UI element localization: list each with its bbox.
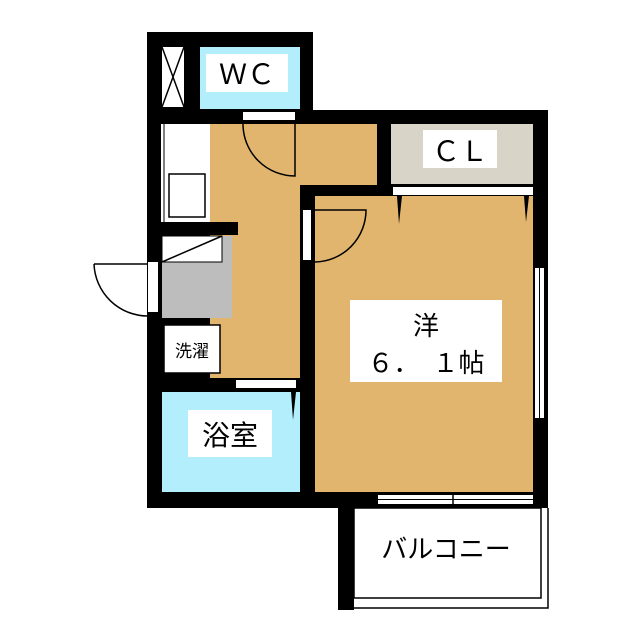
wc-label: ＷＣ	[219, 58, 275, 91]
balcony-label: バルコニー	[381, 535, 510, 565]
balcony-window[interactable]	[378, 492, 533, 506]
laundry-label: 洗濯	[175, 342, 209, 362]
closet-door[interactable]	[393, 187, 533, 195]
pipe-shaft-icon	[161, 46, 185, 108]
closet-label: ＣＬ	[432, 135, 488, 168]
balcony	[353, 507, 549, 609]
bathroom-label: 浴室	[202, 419, 258, 452]
side-window[interactable]	[535, 268, 544, 418]
bathroom-door[interactable]	[236, 380, 296, 420]
entry-door[interactable]	[93, 262, 158, 317]
laundry-space	[163, 324, 221, 374]
western-room-size: ６． １帖	[367, 349, 484, 379]
western-room-label: 洋	[413, 312, 439, 342]
wc-door[interactable]	[242, 112, 296, 177]
kitchen-counter	[161, 124, 210, 222]
room-door[interactable]	[303, 209, 367, 263]
